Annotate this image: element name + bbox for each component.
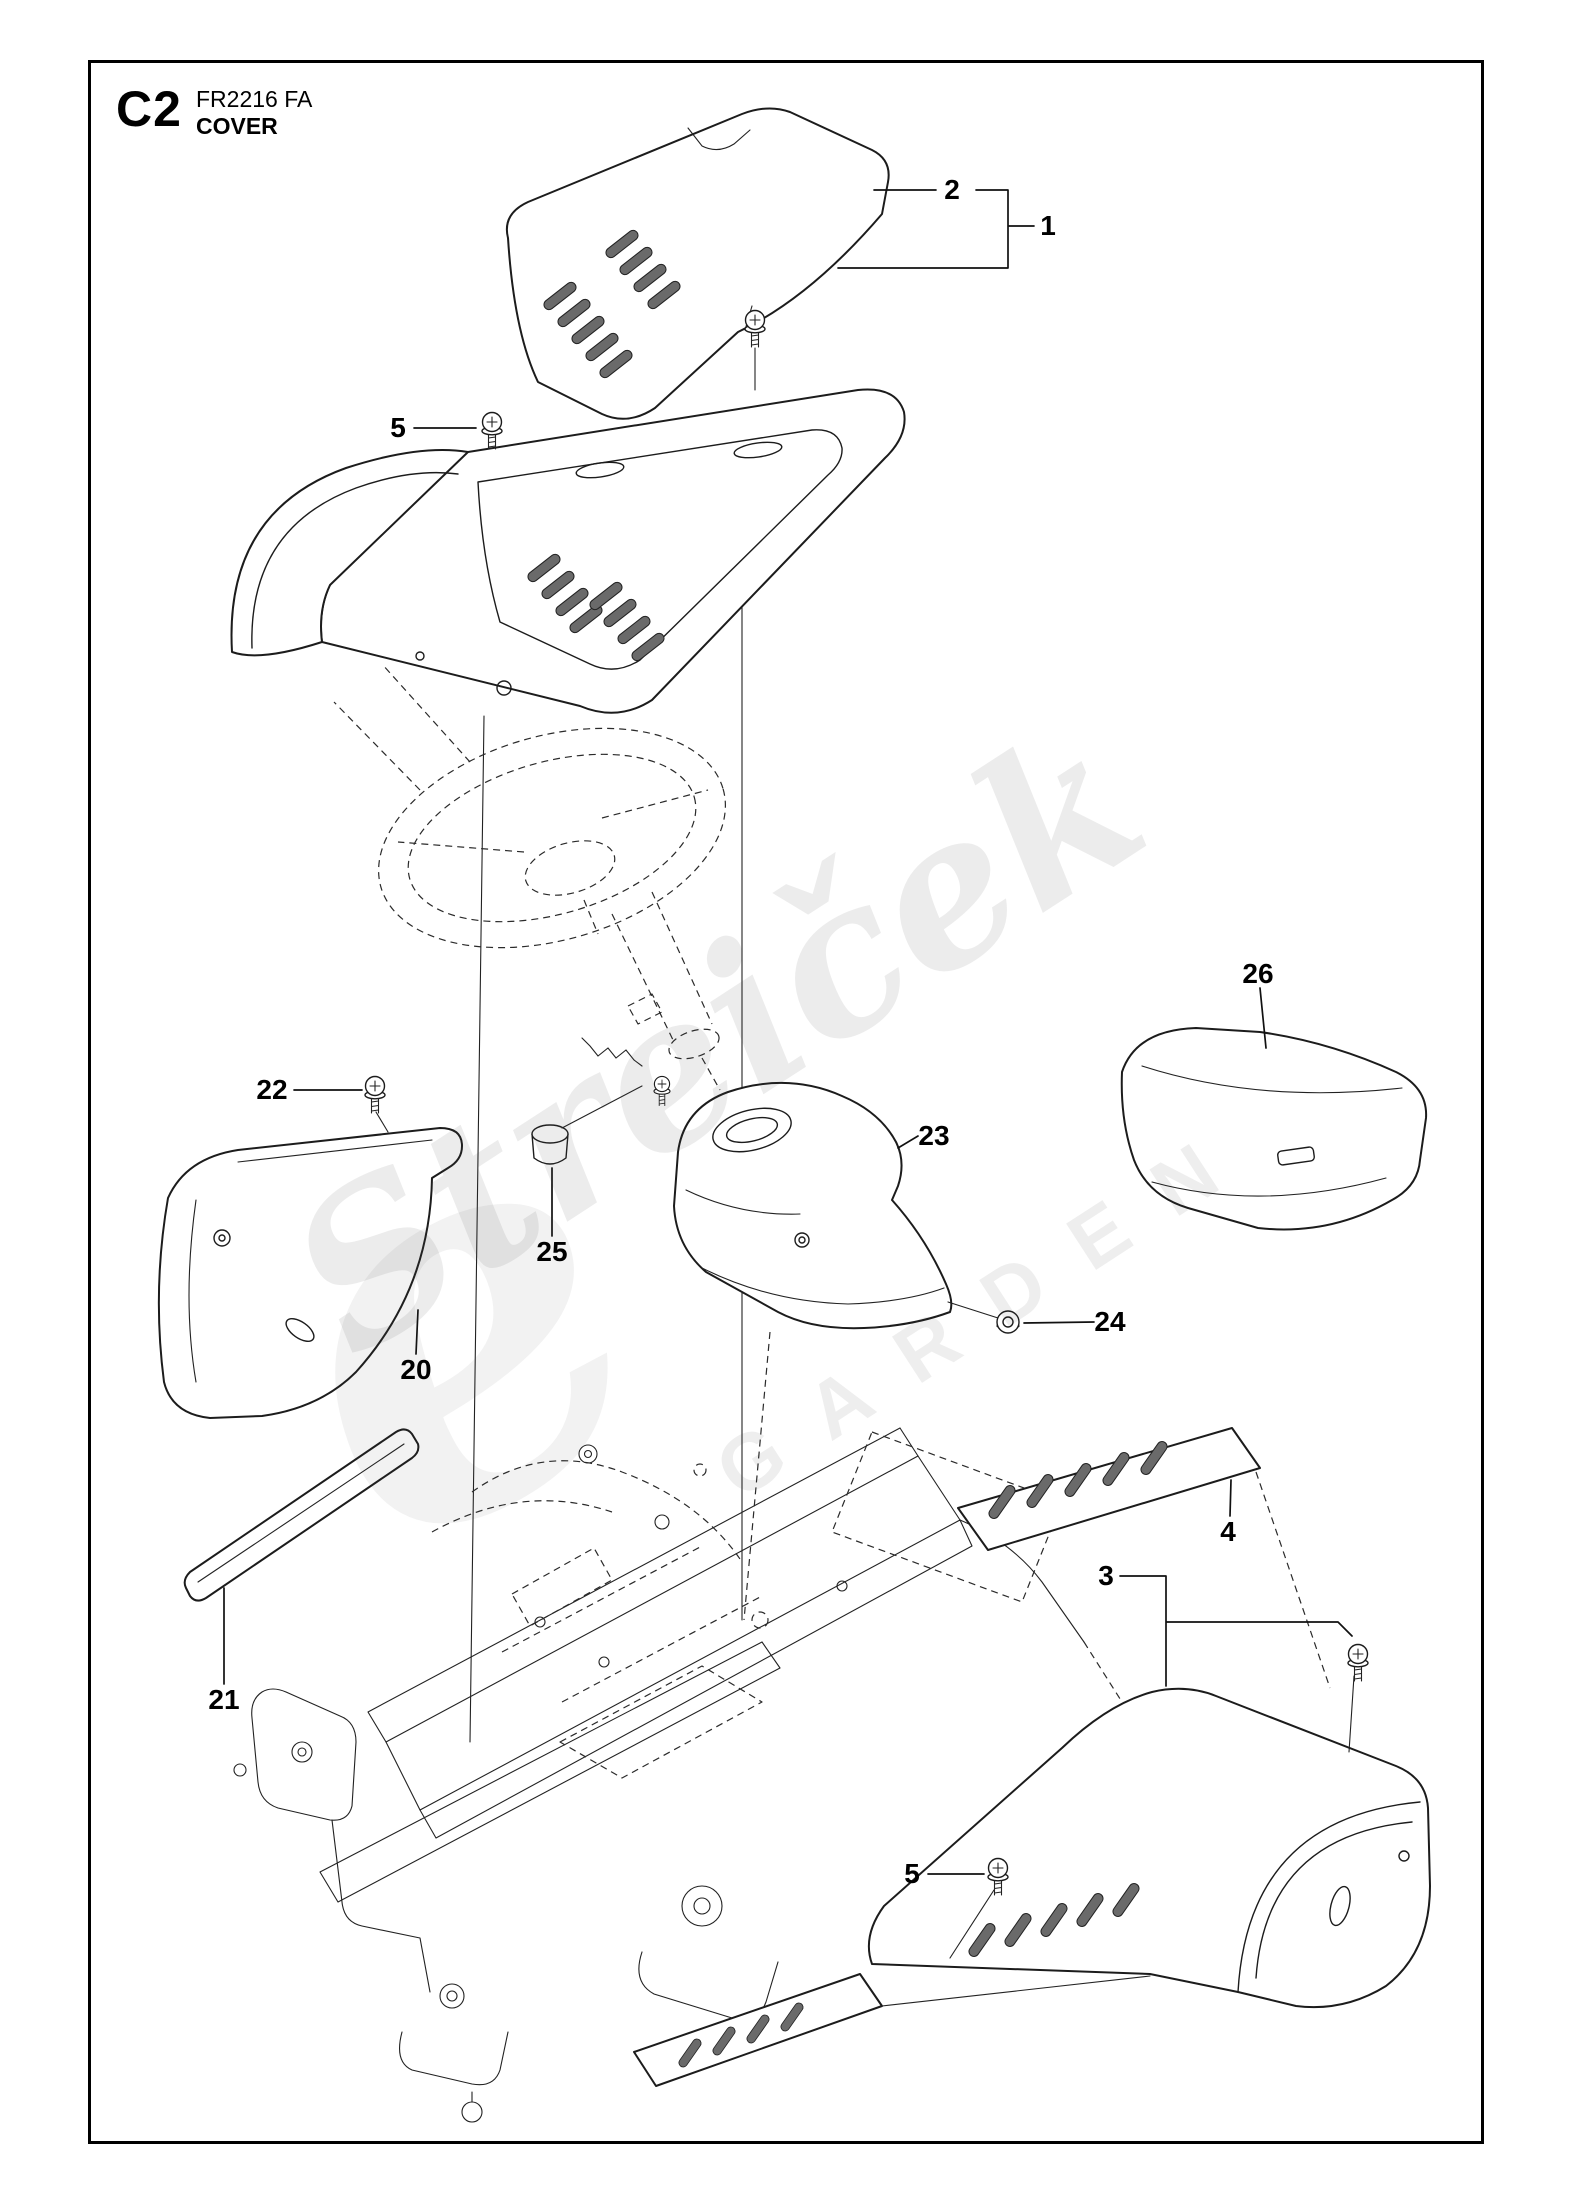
callout-leader-lines (223, 189, 1353, 1875)
part-2-top-cover (506, 107, 890, 420)
callout-5-top: 5 (390, 412, 406, 443)
callout-22: 22 (256, 1074, 288, 1105)
model-number: FR2216 FA (196, 86, 313, 112)
callout-4: 4 (1220, 1516, 1236, 1547)
callout-2: 2 (944, 174, 960, 205)
part-20-side-panel (157, 1127, 463, 1419)
callout-25: 25 (536, 1236, 568, 1267)
fastener-connector-lines (375, 305, 1355, 1959)
callout-3: 3 (1098, 1560, 1114, 1591)
part-3-lower-fender-cover (633, 1687, 1431, 2087)
part-21-trim-strip (183, 1428, 420, 1602)
callout-1: 1 (1040, 210, 1056, 241)
part-23-console-cover (673, 1081, 953, 1330)
page-title: COVER (196, 113, 278, 139)
part-25-cap (531, 1124, 569, 1165)
callout-5-bottom: 5 (904, 1858, 920, 1889)
part-4-floor-plate (957, 1427, 1261, 1551)
section-code: C2 (116, 81, 182, 137)
part-26-rear-cover (1120, 1027, 1428, 1231)
callout-26: 26 (1242, 958, 1274, 989)
steering-wheel-reference (333, 663, 726, 1091)
callout-20: 20 (400, 1354, 432, 1385)
callout-21: 21 (208, 1684, 240, 1715)
steering-column-hardware (581, 993, 663, 1067)
callout-23: 23 (918, 1120, 950, 1151)
page-border (88, 60, 1484, 2144)
part-1-fender-cover (230, 388, 906, 714)
callout-24: 24 (1094, 1306, 1126, 1337)
